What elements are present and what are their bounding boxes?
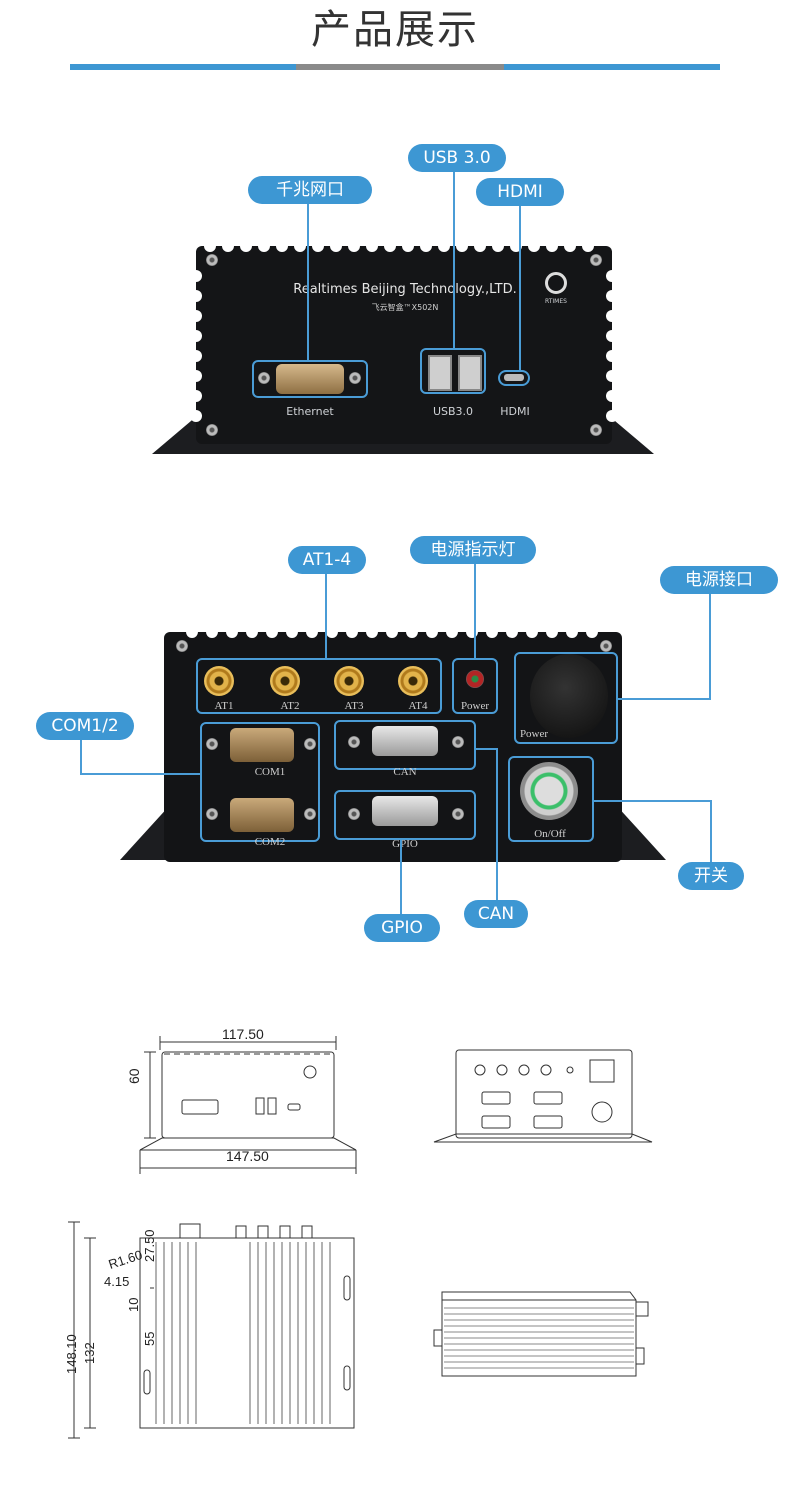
dim-4-15: 4.15 [104,1274,130,1289]
gpio-highlight [334,790,476,840]
title-divider-right [504,64,720,70]
callout-line [307,202,309,362]
gpio-label: GPIO [392,838,418,850]
ethernet-port [276,364,344,394]
screw-icon [206,254,218,266]
antenna-connector-icon [398,666,428,696]
screw-icon [590,254,602,266]
callout-can: CAN [464,900,528,928]
at3-label: AT3 [344,700,364,712]
callout-line [325,572,327,660]
dim-height: 60 [126,1068,142,1084]
switch-highlight [508,756,594,842]
callout-com: COM1/2 [36,712,134,740]
can-highlight [334,720,476,770]
screw-icon [348,808,360,820]
power-input-label: Power [519,728,549,740]
callout-line [474,560,476,660]
com2-port [230,798,294,832]
callout-ethernet: 千兆网口 [248,176,372,204]
screw-icon [206,808,218,820]
title-divider-left [70,64,296,70]
hdmi-port-label: HDMI [500,405,530,418]
dim-10: 10 [126,1297,141,1312]
screw-icon [304,738,316,750]
callout-hdmi: HDMI [476,178,564,206]
com1-label: COM1 [254,766,286,778]
antenna-highlight [196,658,442,714]
screw-icon [304,808,316,820]
power-led-label: Power [460,700,490,712]
onoff-label: On/Off [534,828,566,840]
usb-port [458,355,482,391]
screw-icon [452,736,464,748]
screw-icon [206,738,218,750]
usb-port-label: USB3.0 [432,405,474,418]
callout-line [519,204,521,372]
dim-55: 55 [142,1331,157,1346]
callout-antenna: AT1-4 [288,546,366,574]
callout-line [710,800,712,862]
power-input-highlight [514,652,618,744]
callout-power-input: 电源接口 [660,566,778,594]
dim-width-bottom: 147.50 [226,1148,269,1164]
front-device-body [196,246,612,444]
dim-132: 132 [82,1342,97,1364]
screw-icon [452,808,464,820]
callout-line [400,840,402,914]
screw-icon [590,424,602,436]
hdmi-port [504,374,524,381]
callout-line [80,773,200,775]
callout-line [594,800,712,802]
com1-port [230,728,294,762]
logo-text: RTIMES [545,298,567,305]
power-input-cap-icon [530,654,608,738]
drawing-front-view [139,1036,357,1174]
at4-label: AT4 [408,700,428,712]
antenna-connector-icon [270,666,300,696]
can-port [372,726,438,756]
screw-icon [258,372,270,384]
can-label: CAN [393,766,417,778]
screw-icon [348,736,360,748]
callout-line [618,698,711,700]
title-divider-mid [296,64,504,70]
ethernet-highlight [252,360,368,398]
at1-label: AT1 [214,700,234,712]
callout-switch: 开关 [678,862,744,890]
screw-icon [176,640,188,652]
com-highlight [200,722,320,842]
drawing-isometric-view [433,1291,649,1377]
at2-label: AT2 [280,700,300,712]
brand-text: Realtimes Beijing Technology.,LTD. [293,282,517,297]
antenna-connector-icon [334,666,364,696]
callout-line [476,748,498,750]
callout-line [453,170,455,350]
dim-148-10: 148.10 [64,1334,79,1374]
callout-power-led: 电源指示灯 [410,536,536,564]
screw-icon [206,424,218,436]
usb-port [428,355,452,391]
hdmi-highlight [498,370,530,386]
callout-line [496,748,498,900]
callout-gpio: GPIO [364,914,440,942]
antenna-connector-icon [204,666,234,696]
callout-usb: USB 3.0 [408,144,506,172]
gpio-port [372,796,438,826]
dim-width-top: 117.50 [222,1026,264,1042]
screw-icon [600,640,612,652]
dim-27-50: 27.50 [142,1229,157,1262]
callout-line [709,592,711,700]
com2-label: COM2 [254,836,286,848]
drawing-rear-view [433,1049,653,1143]
page-title: 产品展示 [311,7,479,53]
screw-icon [349,372,361,384]
model-text: 飞云智盒™X502N [371,303,439,312]
power-switch-icon [520,762,578,820]
rtimes-logo-icon [545,272,567,294]
power-led-icon [466,670,484,688]
drawing-top-view [68,1221,355,1439]
callout-line [80,738,82,774]
ethernet-port-label: Ethernet [286,405,334,418]
